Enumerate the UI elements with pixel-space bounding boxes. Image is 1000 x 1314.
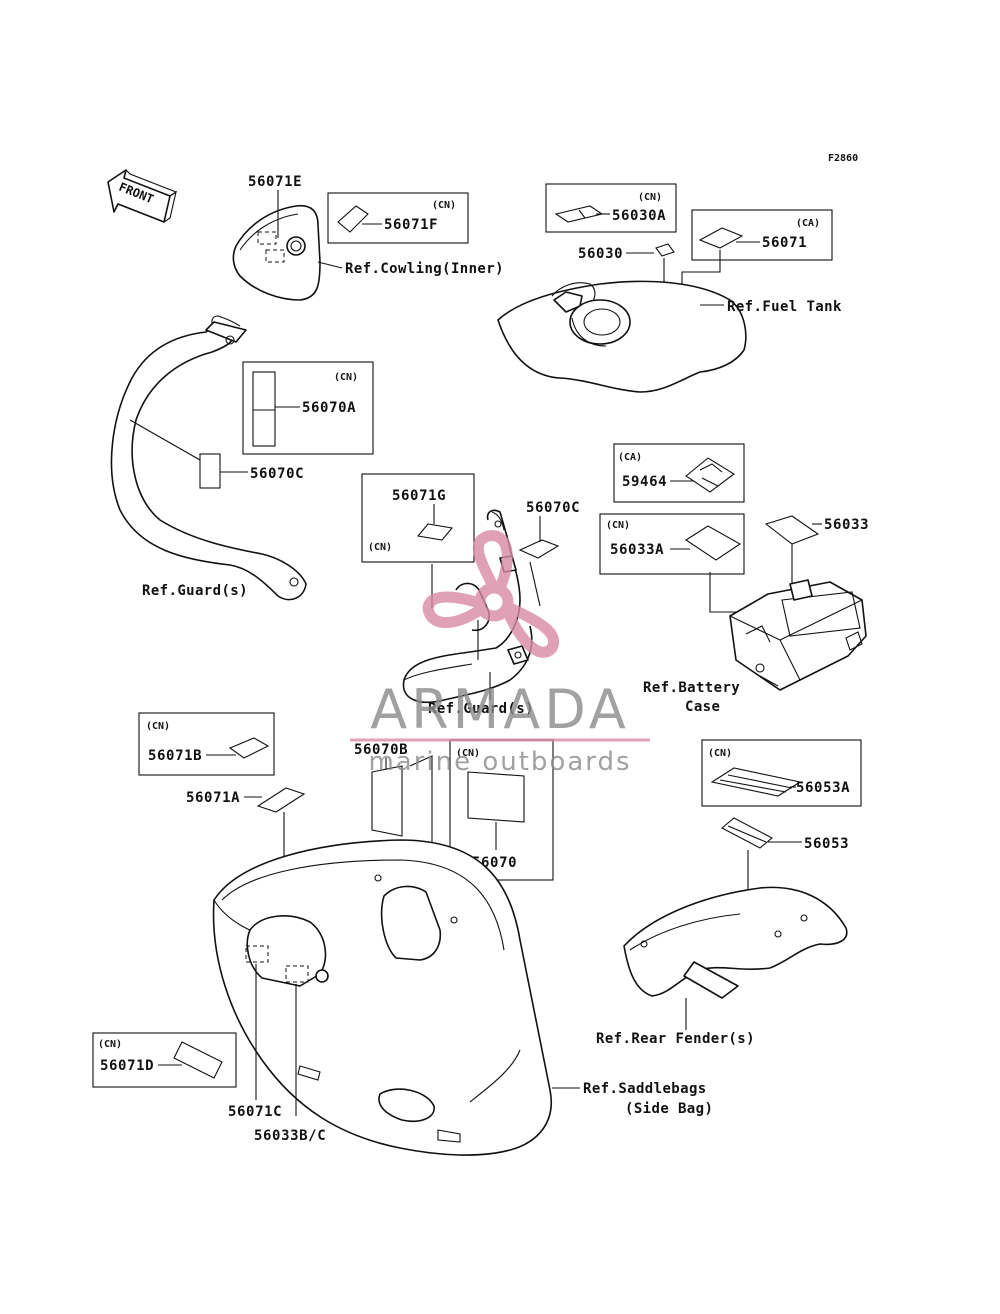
decal-56071G xyxy=(416,523,454,541)
front-arrow-icon: FRONT xyxy=(107,169,178,223)
ref-battery-case-line2: Case xyxy=(685,699,720,715)
propeller-icon xyxy=(422,530,559,658)
decal-56070C-left xyxy=(199,453,221,489)
label-56033BC: 56033B/C xyxy=(254,1128,326,1144)
decal-56070C-mid xyxy=(518,539,560,559)
label-56053: 56053 xyxy=(804,836,849,852)
group-cn-56071G: (CN) xyxy=(368,542,392,553)
label-56071B: 56071B xyxy=(148,748,202,764)
ref-fuel-tank: Ref.Fuel Tank xyxy=(727,299,842,315)
decal-56071B xyxy=(228,737,270,759)
decal-56071 xyxy=(698,227,744,249)
group-cn-56053A: (CN) xyxy=(708,748,732,759)
decal-56053 xyxy=(721,817,773,849)
label-59464: 59464 xyxy=(622,474,667,490)
ref-guard-middle: Ref.Guard(s) xyxy=(428,701,534,717)
decal-56070B xyxy=(371,765,403,837)
label-56071D: 56071D xyxy=(100,1058,154,1074)
ref-guard-left: Ref.Guard(s) xyxy=(142,583,248,599)
label-56071E: 56071E xyxy=(248,174,302,190)
label-56070C-left: 56070C xyxy=(250,466,304,482)
decal-56070 xyxy=(467,771,525,823)
watermark-brand: ARMADA xyxy=(370,678,630,741)
box-56033A xyxy=(599,513,745,575)
figure-code: F2860 xyxy=(828,153,858,164)
box-56071F xyxy=(327,192,469,244)
watermark-logo: ARMADA marine outboards xyxy=(350,530,650,777)
decal-56033A xyxy=(684,525,742,561)
saddlebag-part xyxy=(212,839,552,1156)
label-56071G: 56071G xyxy=(392,488,446,504)
box-59464 xyxy=(613,443,745,503)
label-56033A: 56033A xyxy=(610,542,664,558)
label-56071A: 56071A xyxy=(186,790,240,806)
box-56071B xyxy=(138,712,275,776)
group-cn-56071F: (CN) xyxy=(432,200,456,211)
group-cn-56070A: (CN) xyxy=(334,372,358,383)
group-ca-59464: (CA) xyxy=(618,452,642,463)
label-56053A: 56053A xyxy=(796,780,850,796)
label-56070B: 56070B xyxy=(354,742,408,758)
label-56071C: 56071C xyxy=(228,1104,282,1120)
cowling-inner-part xyxy=(232,204,321,301)
decal-56071D xyxy=(173,1041,223,1079)
box-56053A xyxy=(701,739,862,807)
box-56071G xyxy=(361,473,475,563)
decal-59464 xyxy=(685,457,735,493)
ref-cowling-inner: Ref.Cowling(Inner) xyxy=(345,261,504,277)
decal-56030A xyxy=(554,205,604,223)
rear-fender-part xyxy=(623,886,848,999)
decal-56033 xyxy=(764,515,820,545)
ref-saddlebags-line2: (Side Bag) xyxy=(625,1101,713,1117)
left-guard-part xyxy=(110,315,307,601)
box-56030A xyxy=(545,183,677,233)
watermark-tagline: marine outboards xyxy=(368,747,631,777)
label-56030: 56030 xyxy=(578,246,623,262)
label-56070A: 56070A xyxy=(302,400,356,416)
group-ca-56071: (CA) xyxy=(796,218,820,229)
group-cn-56070: (CN) xyxy=(456,748,480,759)
label-56033: 56033 xyxy=(824,517,869,533)
group-cn-56030A: (CN) xyxy=(638,192,662,203)
fuel-tank-part xyxy=(497,280,747,393)
decal-56071A xyxy=(256,787,306,813)
decal-56030 xyxy=(655,243,675,257)
ref-rear-fender: Ref.Rear Fender(s) xyxy=(596,1031,755,1047)
label-56070C-mid: 56070C xyxy=(526,500,580,516)
ref-battery-case-line1: Ref.Battery xyxy=(643,680,740,696)
box-56071 xyxy=(691,209,833,261)
decal-56071F xyxy=(337,205,369,233)
group-cn-56071D: (CN) xyxy=(98,1039,122,1050)
decal-56053A xyxy=(710,767,802,797)
group-cn-56033A: (CN) xyxy=(606,520,630,531)
box-56071D xyxy=(92,1032,237,1088)
ref-saddlebags-line1: Ref.Saddlebags xyxy=(583,1081,707,1097)
group-cn-56071B: (CN) xyxy=(146,721,170,732)
decal-56070A xyxy=(252,371,276,447)
box-56070A xyxy=(242,361,374,455)
label-56071: 56071 xyxy=(762,235,807,251)
battery-case-part xyxy=(729,579,867,691)
label-56071F: 56071F xyxy=(384,217,438,233)
label-56030A: 56030A xyxy=(612,208,666,224)
